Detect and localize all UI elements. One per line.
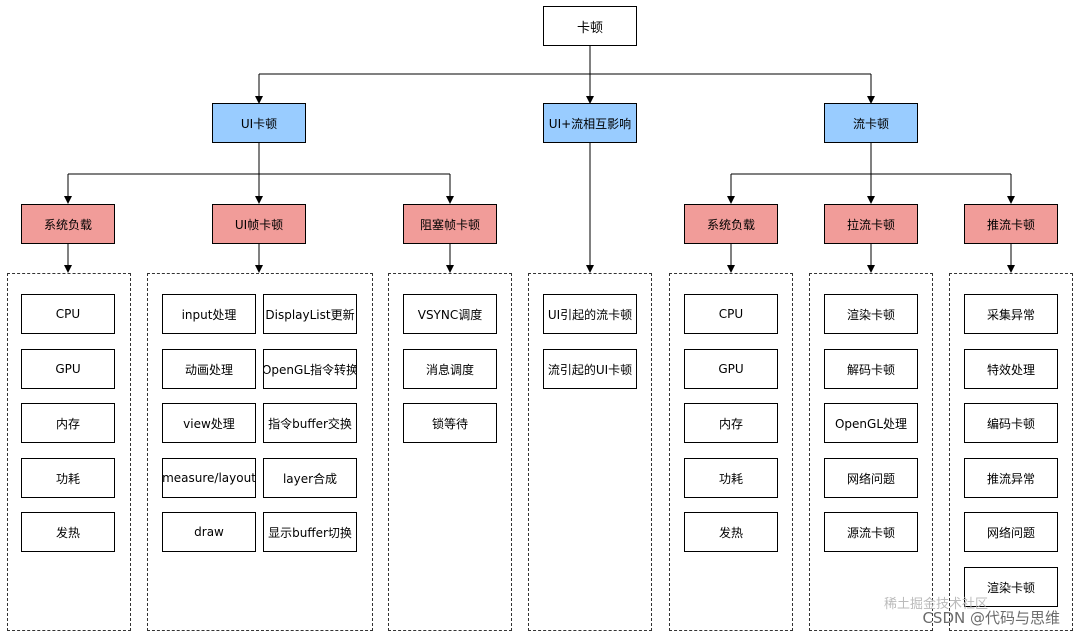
- push-stream-jank-node: 推流卡顿: [964, 204, 1058, 244]
- ui-frame-draw: draw: [162, 512, 256, 552]
- pull-stream-group: [809, 273, 933, 631]
- watermark: CSDN @代码与思维: [922, 609, 1060, 627]
- ui-system-load-node: 系统负载: [21, 204, 115, 244]
- stream-jank-node: 流卡顿: [824, 103, 918, 143]
- pull-network: 网络问题: [824, 458, 918, 498]
- ui-stream-mutual-node: UI+流相互影响: [543, 103, 637, 143]
- ui-frame-animation: 动画处理: [162, 349, 256, 389]
- blocked-vsync: VSYNC调度: [403, 294, 497, 334]
- pull-render-jank: 渲染卡顿: [824, 294, 918, 334]
- stream-load-gpu: GPU: [684, 349, 778, 389]
- stream-load-cpu: CPU: [684, 294, 778, 334]
- ui-frame-jank-node: UI帧卡顿: [212, 204, 306, 244]
- blocked-frame-group: [388, 273, 512, 631]
- push-effects: 特效处理: [964, 349, 1058, 389]
- ui-frame-buffer-swap: 指令buffer交换: [263, 403, 357, 443]
- blocked-message: 消息调度: [403, 349, 497, 389]
- push-network: 网络问题: [964, 512, 1058, 552]
- root-node: 卡顿: [543, 6, 637, 46]
- ui-frame-layer-compose: layer合成: [263, 458, 357, 498]
- pull-source-jank: 源流卡顿: [824, 512, 918, 552]
- watermark-faint: 稀土掘金技术社区: [883, 597, 988, 612]
- ui-frame-opengl-convert: OpenGL指令转换: [263, 349, 357, 389]
- ui-frame-measure-layout: measure/layout: [162, 458, 256, 498]
- ui-frame-input: input处理: [162, 294, 256, 334]
- push-encode-jank: 编码卡顿: [964, 403, 1058, 443]
- ui-load-memory: 内存: [21, 403, 115, 443]
- blocked-frame-jank-node: 阻塞帧卡顿: [403, 204, 497, 244]
- ui-load-heat: 发热: [21, 512, 115, 552]
- ui-jank-node: UI卡顿: [212, 103, 306, 143]
- stream-system-load-group: [669, 273, 793, 631]
- ui-system-load-group: [7, 273, 131, 631]
- stream-load-heat: 发热: [684, 512, 778, 552]
- mutual-group: [528, 273, 652, 631]
- stream-load-power: 功耗: [684, 458, 778, 498]
- ui-frame-display-buffer: 显示buffer切换: [263, 512, 357, 552]
- push-stream-group: [949, 273, 1073, 631]
- ui-frame-view: view处理: [162, 403, 256, 443]
- push-stream-error: 推流异常: [964, 458, 1058, 498]
- ui-frame-displaylist: DisplayList更新: [263, 294, 357, 334]
- push-capture-error: 采集异常: [964, 294, 1058, 334]
- push-render-jank: 渲染卡顿: [964, 567, 1058, 607]
- stream-load-memory: 内存: [684, 403, 778, 443]
- ui-frame-jank-group: [147, 273, 373, 631]
- pull-opengl: OpenGL处理: [824, 403, 918, 443]
- stream-system-load-node: 系统负载: [684, 204, 778, 244]
- mutual-stream-causes-ui: 流引起的UI卡顿: [543, 349, 637, 389]
- pull-stream-jank-node: 拉流卡顿: [824, 204, 918, 244]
- mutual-ui-causes-stream: UI引起的流卡顿: [543, 294, 637, 334]
- ui-load-cpu: CPU: [21, 294, 115, 334]
- pull-decode-jank: 解码卡顿: [824, 349, 918, 389]
- ui-load-gpu: GPU: [21, 349, 115, 389]
- ui-load-power: 功耗: [21, 458, 115, 498]
- blocked-lock-wait: 锁等待: [403, 403, 497, 443]
